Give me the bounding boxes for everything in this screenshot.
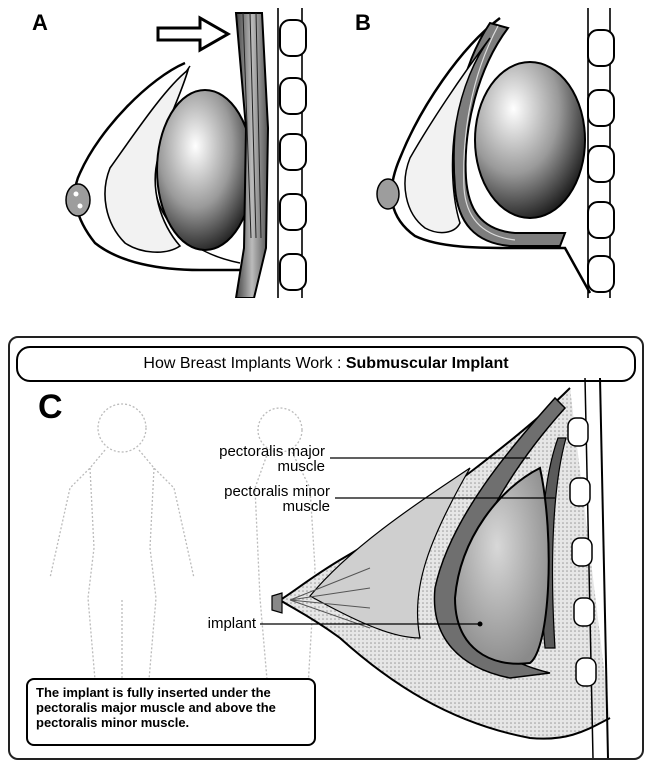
nipple [377, 179, 399, 209]
implant [475, 62, 585, 218]
panel-c: How Breast Implants Work : Submuscular I… [8, 336, 644, 760]
panel-a-illustration [40, 8, 340, 298]
label-pectoralis-major: pectoralis major muscle [150, 444, 325, 474]
caption-note: The implant is fully inserted under the … [26, 678, 316, 746]
label-major-line1: pectoralis major [150, 444, 325, 459]
label-major-line2: muscle [150, 459, 325, 474]
implant [157, 90, 253, 250]
label-minor-line2: muscle [90, 499, 330, 514]
label-pectoralis-minor: pectoralis minor muscle [90, 484, 330, 514]
nipple [272, 593, 282, 613]
panel-b-illustration [360, 8, 645, 298]
label-implant: implant [160, 616, 256, 631]
label-minor-line1: pectoralis minor [90, 484, 330, 499]
arrow-icon [158, 18, 228, 50]
nipple [66, 184, 90, 216]
